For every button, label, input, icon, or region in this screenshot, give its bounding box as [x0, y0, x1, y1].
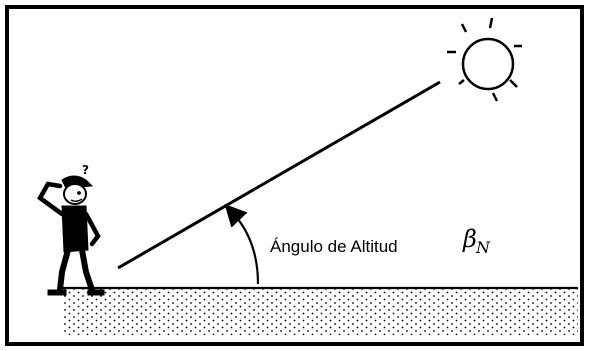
- ground-texture: [62, 289, 578, 335]
- sun-icon: [447, 17, 522, 102]
- beta-symbol: β: [462, 225, 477, 253]
- confused-person-icon: ?: [37, 163, 105, 296]
- beta-subscript: N: [475, 238, 491, 257]
- sun-ray-line: [117, 80, 441, 270]
- angle-label: Ángulo de Altitud: [270, 237, 398, 256]
- svg-text:?: ?: [82, 163, 89, 177]
- angle-arc-arrow: [224, 203, 260, 285]
